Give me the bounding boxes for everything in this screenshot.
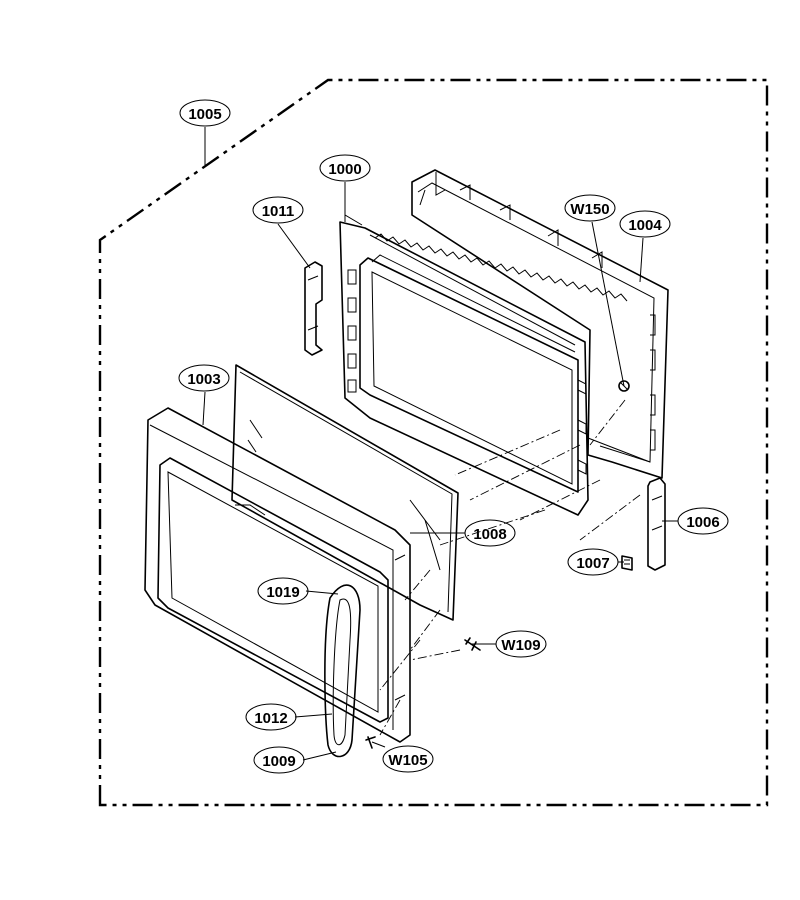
callout-1012: 1012 — [245, 703, 297, 731]
svg-text:1000: 1000 — [328, 161, 361, 178]
callout-1003: 1003 — [178, 364, 230, 392]
part-1019-handle — [324, 584, 361, 758]
svg-text:W150: W150 — [570, 201, 609, 218]
callout-1006: 1006 — [677, 507, 729, 535]
part-1004-door-panel — [411, 169, 669, 479]
svg-text:1019: 1019 — [266, 584, 299, 601]
callout-1004: 1004 — [619, 210, 671, 238]
svg-text:1012: 1012 — [254, 710, 287, 727]
callouts: 1005 1000 1011 W150 1004 1003 1008 1006 — [178, 99, 729, 774]
part-1008-glass-panel — [231, 364, 459, 621]
svg-text:1006: 1006 — [686, 514, 719, 531]
leader-lines — [202, 127, 678, 761]
callout-1008: 1008 — [464, 519, 516, 547]
callout-1007: 1007 — [567, 548, 619, 576]
svg-text:1008: 1008 — [473, 526, 506, 543]
callout-W109: W109 — [495, 630, 547, 658]
svg-text:1004: 1004 — [628, 217, 662, 234]
callout-1011: 1011 — [252, 196, 304, 224]
part-1006-hinge-bracket — [647, 477, 666, 571]
svg-text:1011: 1011 — [262, 203, 295, 220]
callout-W105: W105 — [382, 745, 434, 773]
callout-1005: 1005 — [179, 99, 231, 127]
callout-1019: 1019 — [257, 577, 309, 605]
callout-1009: 1009 — [253, 746, 305, 774]
part-W109-screw — [464, 637, 481, 651]
svg-text:W105: W105 — [388, 752, 427, 769]
part-1011-latch-bracket — [304, 261, 323, 356]
svg-text:1005: 1005 — [188, 106, 221, 123]
part-W105-screw — [365, 736, 376, 749]
callout-W150: W150 — [564, 194, 616, 222]
part-1003-door-front — [144, 407, 411, 743]
part-1007-spring — [621, 555, 633, 571]
part-1000-door-frame — [339, 214, 628, 516]
svg-text:1007: 1007 — [576, 555, 609, 572]
callout-1000: 1000 — [319, 154, 371, 182]
svg-text:1009: 1009 — [262, 753, 295, 770]
assembly-boundary — [98, 78, 769, 807]
svg-text:1003: 1003 — [187, 371, 220, 388]
svg-text:W109: W109 — [501, 637, 540, 654]
